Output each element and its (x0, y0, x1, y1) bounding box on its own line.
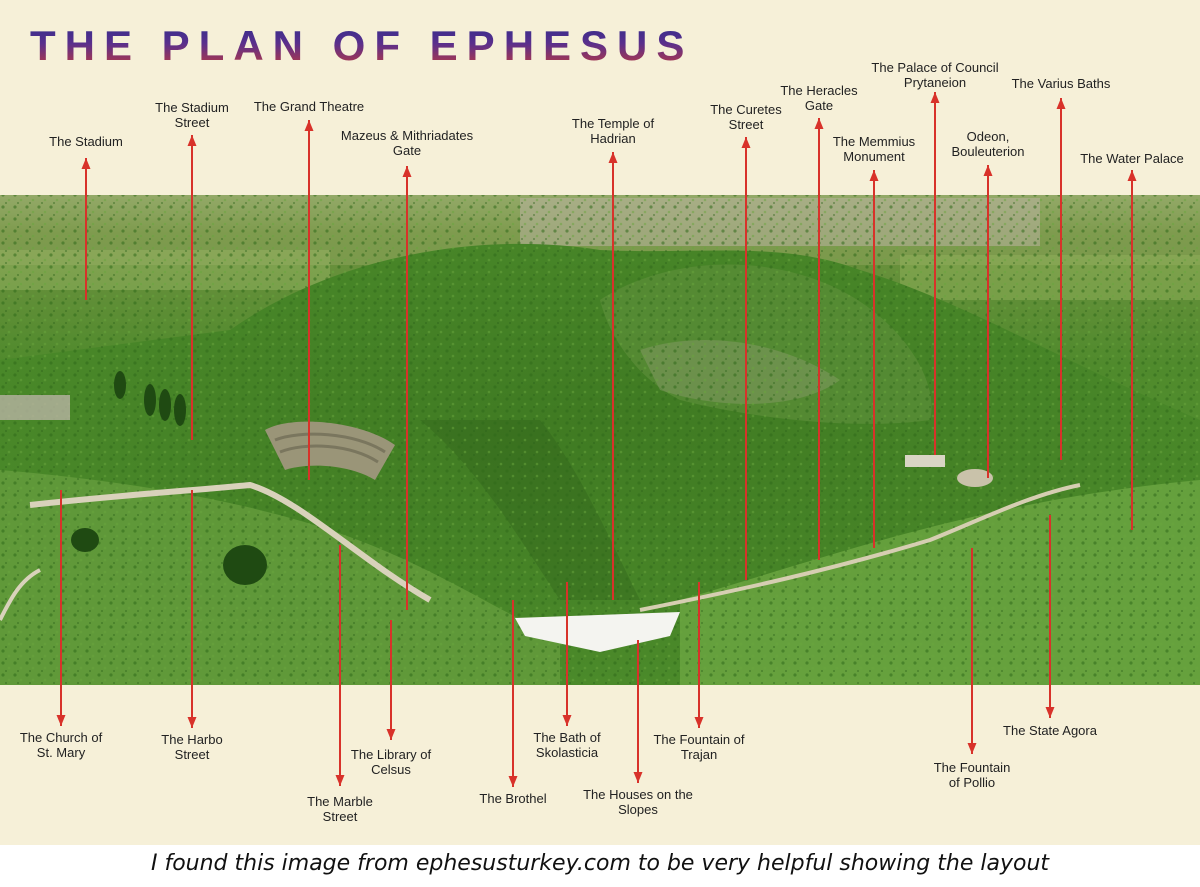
label-line: Street (322, 809, 358, 824)
label-line: The Palace of Council (871, 60, 999, 75)
arrow-brothel (508, 600, 518, 787)
label-line: The Curetes (710, 102, 782, 117)
label-line: The Memmius (832, 134, 916, 149)
label-line: The Fountain (933, 760, 1011, 775)
arrow-houses-slopes (633, 640, 643, 783)
label-line: Odeon, (966, 129, 1010, 144)
arrow-prytaneion (930, 92, 940, 455)
arrow-fountain-pollio (967, 548, 977, 754)
label-line: The Marble (307, 794, 373, 809)
aerial-photo (0, 92, 1200, 787)
label-line: The Houses on the (583, 787, 693, 802)
label-line: Monument (843, 149, 905, 164)
label-line: The Heracles (780, 83, 858, 98)
arrow-curetes-street (741, 137, 751, 580)
label-brothel: The Brothel (479, 791, 546, 806)
label-line: The Temple of (571, 116, 655, 131)
caption: I found this image from ephesusturkey.co… (150, 851, 1050, 876)
label-water-palace: The Water Palace (1080, 151, 1184, 166)
label-line: The Stadium (49, 134, 123, 149)
arrow-marble-street (335, 545, 345, 786)
arrow-temple-hadrian (608, 152, 618, 600)
label-line: St. Mary (36, 745, 86, 760)
label-line: The Church of (19, 730, 103, 745)
label-line: The Harbo (161, 732, 223, 747)
label-line: The Water Palace (1080, 151, 1184, 166)
label-line: Street (728, 117, 764, 132)
label-line: The Bath of (533, 730, 601, 745)
label-line: Gate (804, 98, 834, 113)
arrow-water-palace (1127, 170, 1137, 530)
arrow-varius-baths (1056, 98, 1066, 460)
label-odeon: Odeon,Bouleuterion (952, 129, 1025, 159)
arrow-fountain-trajan (694, 582, 704, 728)
photo-landscape (0, 195, 1200, 685)
label-grand-theatre: The Grand Theatre (254, 99, 364, 114)
label-line: Prytaneion (903, 75, 967, 90)
label-line: Mazeus & Mithriadates (340, 128, 474, 143)
label-line: Skolasticia (535, 745, 599, 760)
label-stadium: The Stadium (49, 134, 123, 149)
label-state-agora: The State Agora (1003, 723, 1097, 738)
label-line: Celsus (371, 762, 411, 777)
label-line: The Brothel (479, 791, 547, 806)
label-line: Hadrian (590, 131, 636, 146)
page-title: THE PLAN OF EPHESUS (30, 22, 694, 69)
label-line: The Fountain of (653, 732, 745, 747)
label-line: The Library of (350, 747, 432, 762)
arrow-heracles-gate (814, 118, 824, 560)
arrow-grand-theatre (304, 120, 314, 480)
arrow-harbor-street (187, 490, 197, 728)
label-line: Street (174, 115, 210, 130)
label-line: The State Agora (1003, 723, 1097, 738)
arrow-church-mary (56, 490, 66, 726)
label-line: Slopes (618, 802, 658, 817)
arrow-stadium (81, 158, 91, 300)
label-line: The Varius Baths (1011, 76, 1111, 91)
label-line: Trajan (680, 747, 718, 762)
label-line: of Pollio (948, 775, 996, 790)
arrow-stadium-street (187, 135, 197, 440)
label-line: Street (174, 747, 210, 762)
arrow-state-agora (1045, 515, 1055, 718)
arrow-bath-skolasticia (562, 582, 572, 726)
arrow-memmius-monument (869, 170, 879, 548)
label-line: The Stadium (155, 100, 229, 115)
label-line: The Grand Theatre (253, 99, 365, 114)
label-varius-baths: The Varius Baths (1012, 76, 1111, 91)
arrow-odeon (983, 165, 993, 478)
label-line: Gate (392, 143, 422, 158)
arrows-layer (56, 92, 1137, 787)
arrow-library-celsus (386, 620, 396, 740)
arrow-mazeus-gate (402, 166, 412, 610)
label-line: Bouleuterion (951, 144, 1025, 159)
